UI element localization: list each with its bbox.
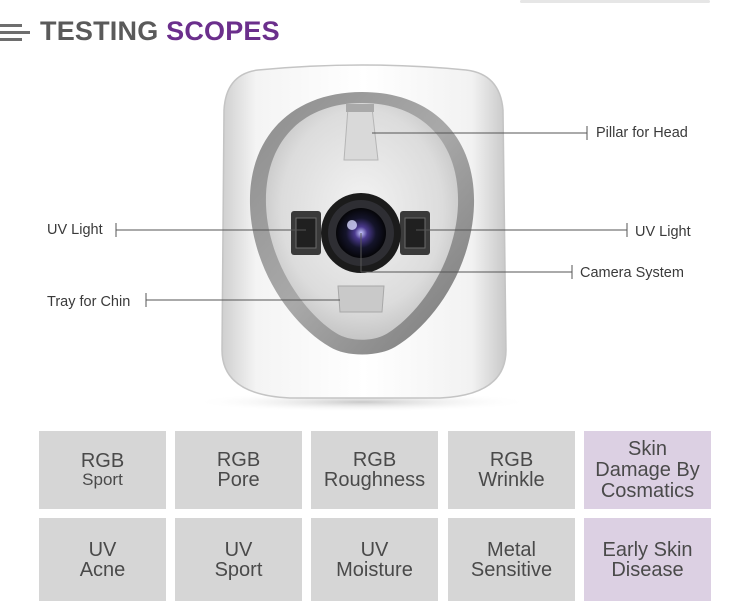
top-divider xyxy=(520,0,710,3)
callout-camera-system: Camera System xyxy=(580,265,684,281)
skin-analyzer-device xyxy=(115,64,628,412)
title-part-scopes: SCOPES xyxy=(166,16,280,46)
scope-uv-acne: UV Acne xyxy=(39,518,166,601)
scope-rgb-roughness: RGB Roughness xyxy=(311,431,438,509)
scope-uv-moisture: UV Moisture xyxy=(311,518,438,601)
scope-metal-sensitive: Metal Sensitive xyxy=(448,518,575,601)
callout-uv-light-left: UV Light xyxy=(47,222,103,238)
scope-rgb-sport: RGB Sport xyxy=(39,431,166,509)
scope-uv-sport: UV Sport xyxy=(175,518,302,601)
title-part-testing: TESTING xyxy=(40,16,159,46)
scope-early-skin-disease: Early Skin Disease xyxy=(584,518,711,601)
callout-uv-light-right: UV Light xyxy=(635,224,691,240)
callout-pillar-for-head: Pillar for Head xyxy=(596,125,688,141)
scope-rgb-wrinkle: RGB Wrinkle xyxy=(448,431,575,509)
page-title: TESTING SCOPES xyxy=(40,16,280,47)
scope-skin-damage-by-cosmatics: Skin Damage By Cosmatics xyxy=(584,431,711,509)
callout-tray-for-chin: Tray for Chin xyxy=(47,294,131,310)
scope-rgb-pore: RGB Pore xyxy=(175,431,302,509)
section-title: TESTING SCOPES xyxy=(0,12,360,52)
